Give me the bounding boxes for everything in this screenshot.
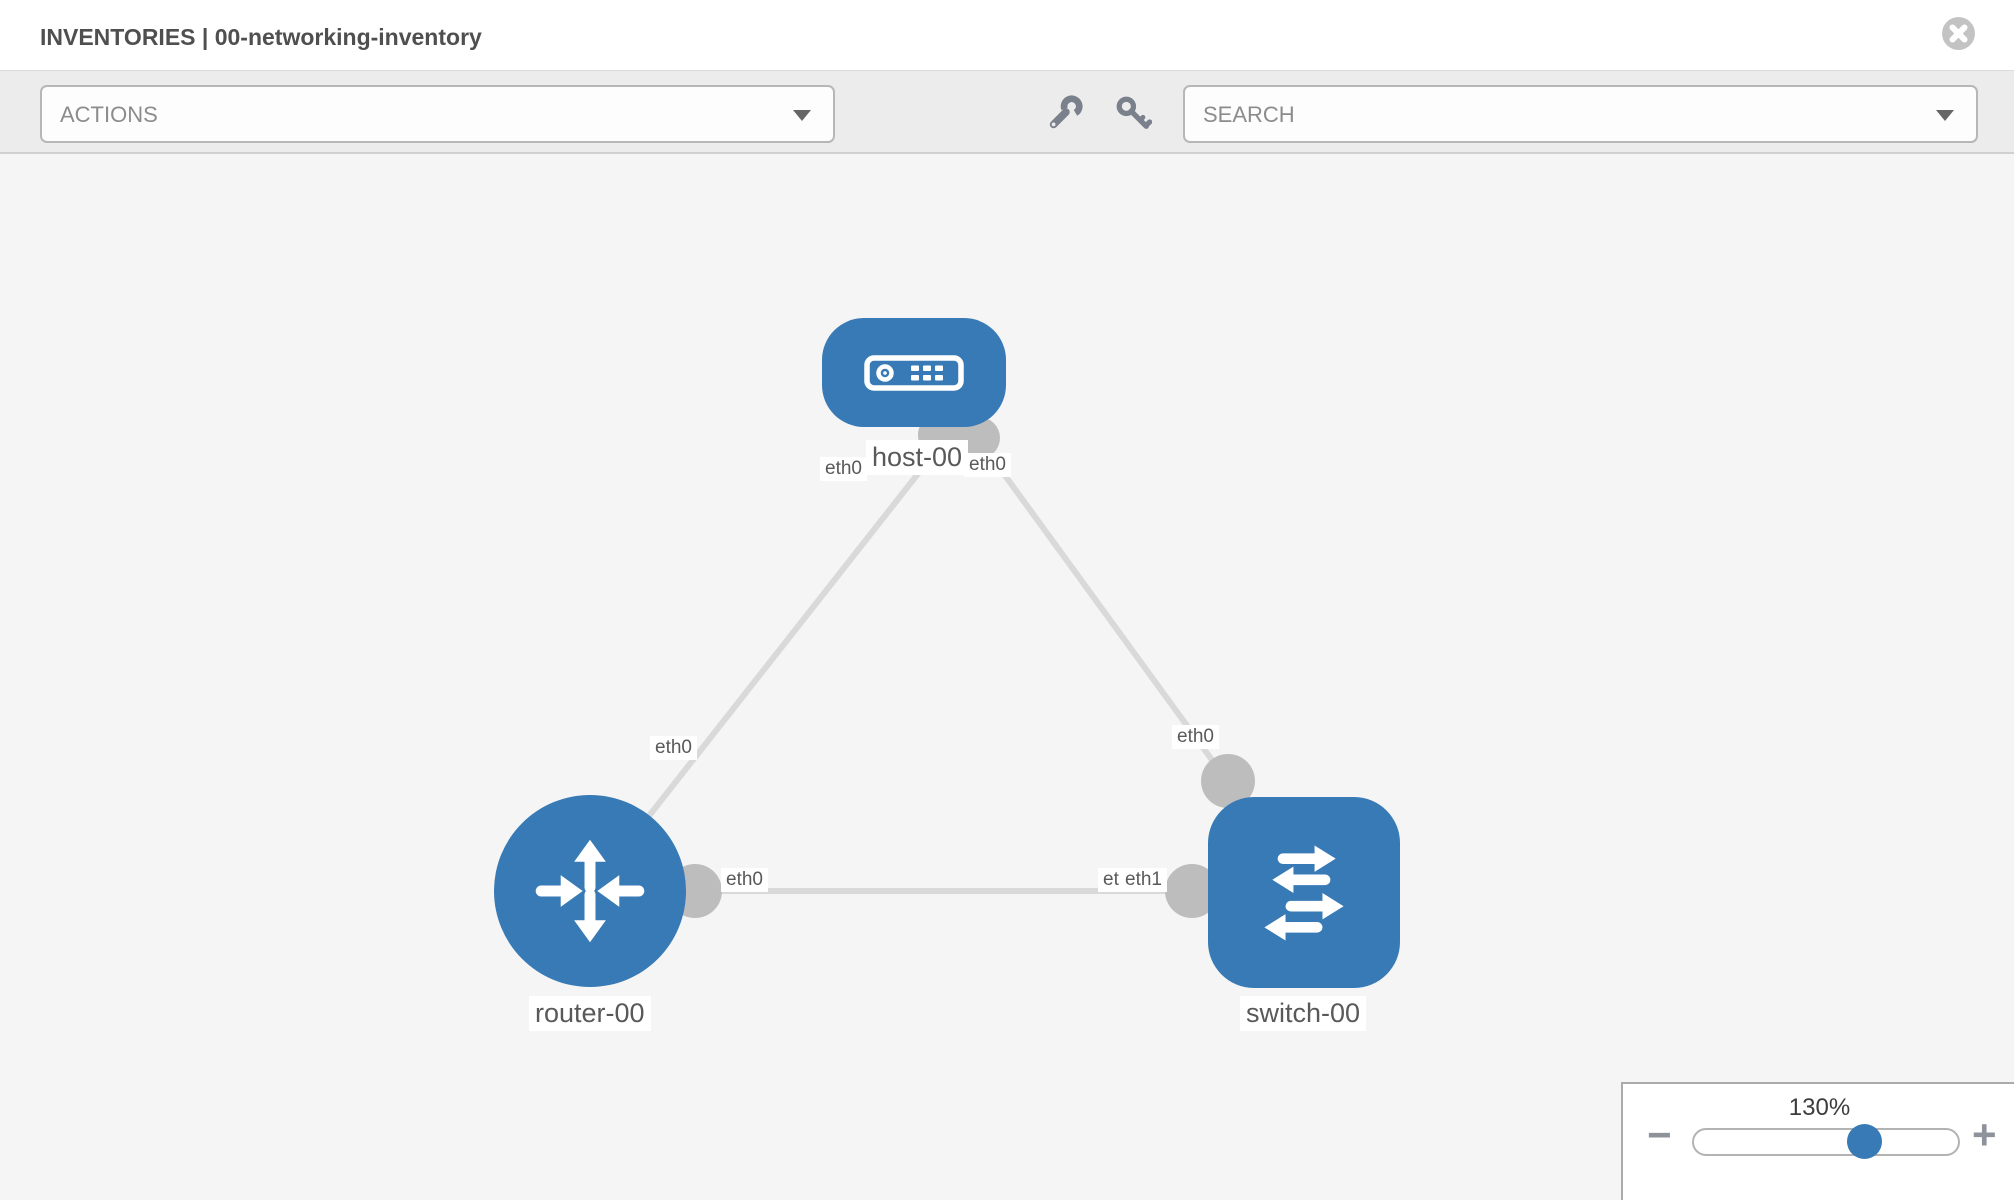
- zoom-slider-track[interactable]: [1692, 1128, 1960, 1156]
- topology-links: [587, 412, 1255, 918]
- link-host-router: [587, 431, 953, 893]
- interface-dot-switch-left: [1165, 864, 1219, 918]
- node-switch-00[interactable]: [1208, 797, 1400, 988]
- key-button[interactable]: [1114, 94, 1153, 132]
- zoom-panel: 130% − +: [1621, 1082, 2014, 1200]
- interface-label: eth0: [721, 868, 768, 892]
- zoom-slider-thumb[interactable]: [1847, 1124, 1882, 1159]
- interface-label: eth0: [1172, 725, 1219, 749]
- wrench-icon: [1049, 95, 1083, 129]
- page-title: INVENTORIES | 00-networking-inventory: [40, 24, 482, 50]
- toolbar: ACTIONS SEARCH: [0, 70, 2014, 154]
- interface-label: eth1: [1120, 868, 1167, 892]
- interface-dot-switch-top: [1201, 754, 1255, 808]
- header-bar: INVENTORIES | 00-networking-inventory: [0, 0, 2014, 70]
- wrench-button[interactable]: [1046, 94, 1084, 132]
- switch-icon: [1264, 844, 1344, 941]
- actions-dropdown-label: ACTIONS: [60, 102, 158, 127]
- interface-label: eth0: [964, 453, 1011, 477]
- interface-dot-host-right: [958, 417, 1000, 459]
- zoom-in-button[interactable]: +: [1972, 1111, 1997, 1158]
- search-dropdown-label: SEARCH: [1203, 102, 1295, 127]
- node-router-00[interactable]: [494, 795, 686, 987]
- close-button[interactable]: [1942, 17, 1975, 50]
- chevron-down-icon: [1936, 110, 1954, 121]
- chevron-down-icon: [793, 110, 811, 121]
- search-dropdown[interactable]: SEARCH: [1183, 85, 1978, 143]
- zoom-level: 130%: [1788, 1094, 1851, 1121]
- node-label-switch: switch-00: [1240, 996, 1367, 1031]
- node-label-router: router-00: [529, 996, 651, 1031]
- node-label-host: host-00: [866, 440, 969, 475]
- interface-label: eth0: [820, 457, 867, 481]
- interface-label: eth0: [650, 736, 697, 760]
- router-icon: [535, 839, 645, 943]
- zoom-out-button[interactable]: −: [1647, 1111, 1672, 1158]
- actions-dropdown[interactable]: ACTIONS: [40, 85, 835, 143]
- node-host-00[interactable]: [822, 318, 1006, 427]
- topology-canvas[interactable]: host-00 router-00 switch-00 eth0 eth0 et…: [0, 154, 2014, 1200]
- link-host-switch: [974, 435, 1231, 784]
- host-icon: [864, 354, 964, 391]
- key-icon: [1116, 96, 1153, 129]
- x-circle-icon: [1942, 17, 1975, 50]
